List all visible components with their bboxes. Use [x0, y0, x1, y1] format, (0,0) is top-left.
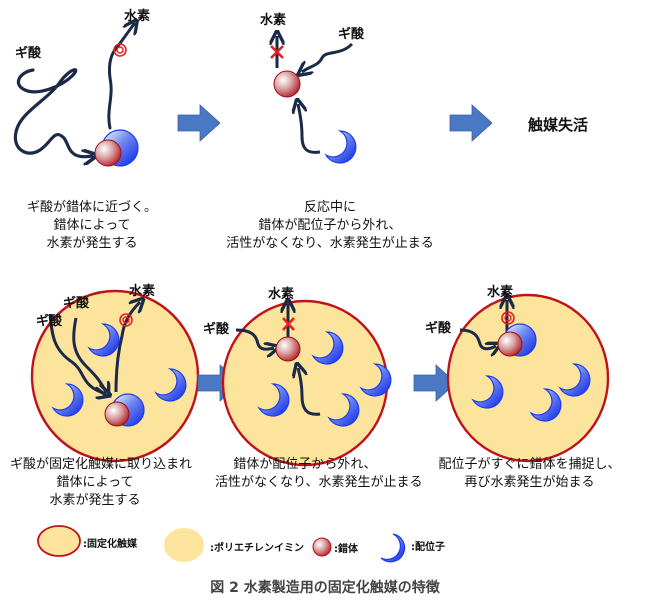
immobilized-catalyst-icon [221, 299, 389, 467]
formic-acid-path [302, 42, 354, 72]
bottom-panel-2-caption: 錯体が配位子から外れ、 活性がなくなり、水素発生が止まる [215, 456, 423, 492]
caption-line: 活性がなくなり、水素発生が止まる [226, 236, 434, 251]
hydrogen-label: 水素 [260, 13, 287, 28]
complex-icon [275, 336, 301, 362]
caption-line: ギ酸が錯体に近づく。 [26, 200, 157, 215]
legend-label-complex: :錯体 [334, 544, 358, 555]
complex-icon [497, 331, 523, 357]
hydrogen-label: 水素 [487, 285, 514, 300]
bottom-panel-3 [446, 293, 610, 463]
caption-line: 錯体によって [53, 218, 131, 233]
reaction-mark-icon [501, 311, 515, 325]
formic-acid-label: ギ酸 [338, 27, 365, 42]
reaction-mark-icon [113, 43, 127, 57]
hydrogen-label: 水素 [268, 287, 295, 302]
top-panel-2-caption: 反応中に 錯体が配位子から外れ、 活性がなくなり、水素発生が止まる [210, 199, 450, 253]
bottom-panel-1 [30, 289, 200, 463]
formic-acid-label: ギ酸 [36, 314, 63, 329]
legend-label-polyethyleneimine: :ポリエチレンイミン [210, 543, 304, 554]
complex-icon [273, 70, 301, 98]
blocked-x-icon [282, 317, 295, 331]
caption-line: 水素が発生する [46, 236, 138, 251]
legend-complex-icon [312, 537, 332, 557]
caption-line: 水素が発生する [49, 493, 141, 508]
immobilized-catalyst-icon [446, 293, 610, 463]
legend-polyethyleneimine-icon [164, 528, 204, 562]
process-arrow [177, 104, 221, 142]
legend-ligand-icon [380, 533, 406, 563]
bottom-panel-2 [221, 299, 392, 467]
formic-acid-path [13, 68, 92, 157]
top-panel-2 [270, 36, 357, 164]
caption-line: 錯体が配位子から外れ、 [258, 218, 402, 233]
figure-title: 図 2 水素製造用の固定化触媒の特徴 [210, 580, 440, 596]
bottom-panel-1-caption: ギ酸が固定化触媒に取り込まれ 錯体によって 水素が発生する [10, 456, 193, 510]
formic-acid-label: ギ酸 [15, 46, 42, 61]
hydrogen-label: 水素 [124, 9, 151, 24]
hydrogen-path [107, 24, 134, 130]
caption-line: ギ酸が固定化触媒に取り込まれ [10, 457, 193, 472]
formic-acid-label: ギ酸 [63, 296, 90, 311]
bottom-panel-3-caption: 配位子がすぐに錯体を捕捉し、 再び水素発生が始まる [437, 456, 622, 492]
caption-line: 再び水素発生が始まる [464, 475, 595, 490]
reaction-mark-icon [119, 313, 133, 327]
legend-label-ligand: :配位子 [411, 542, 445, 553]
formic-acid-label: ギ酸 [203, 322, 230, 337]
caption-line: 配位子がすぐに錯体を捕捉し、 [438, 457, 621, 472]
caption-line: 錯体によって [56, 475, 134, 490]
blocked-x-icon [270, 45, 284, 59]
complex-icon [104, 401, 130, 427]
caption-line: 錯体が配位子から外れ、 [233, 457, 377, 472]
complex-icon [94, 139, 122, 167]
legend-immobilized-catalyst-icon [37, 525, 81, 557]
caption-line: 活性がなくなり、水素発生が止まる [215, 475, 423, 490]
caption-line: 反応中に [303, 200, 356, 215]
formic-acid-label: ギ酸 [425, 321, 452, 336]
process-arrow [449, 104, 493, 142]
top-panel-1 [13, 24, 138, 167]
catalyst-deactivation-label: 触媒失活 [528, 116, 589, 134]
hydrogen-label: 水素 [129, 284, 156, 299]
legend-label-immobilized-catalyst: :固定化触媒 [83, 539, 137, 550]
ligand-icon [325, 130, 357, 164]
legend [37, 525, 406, 563]
top-panel-1-caption: ギ酸が錯体に近づく。 錯体によって 水素が発生する [22, 199, 162, 253]
ligand-return-path [298, 104, 321, 154]
